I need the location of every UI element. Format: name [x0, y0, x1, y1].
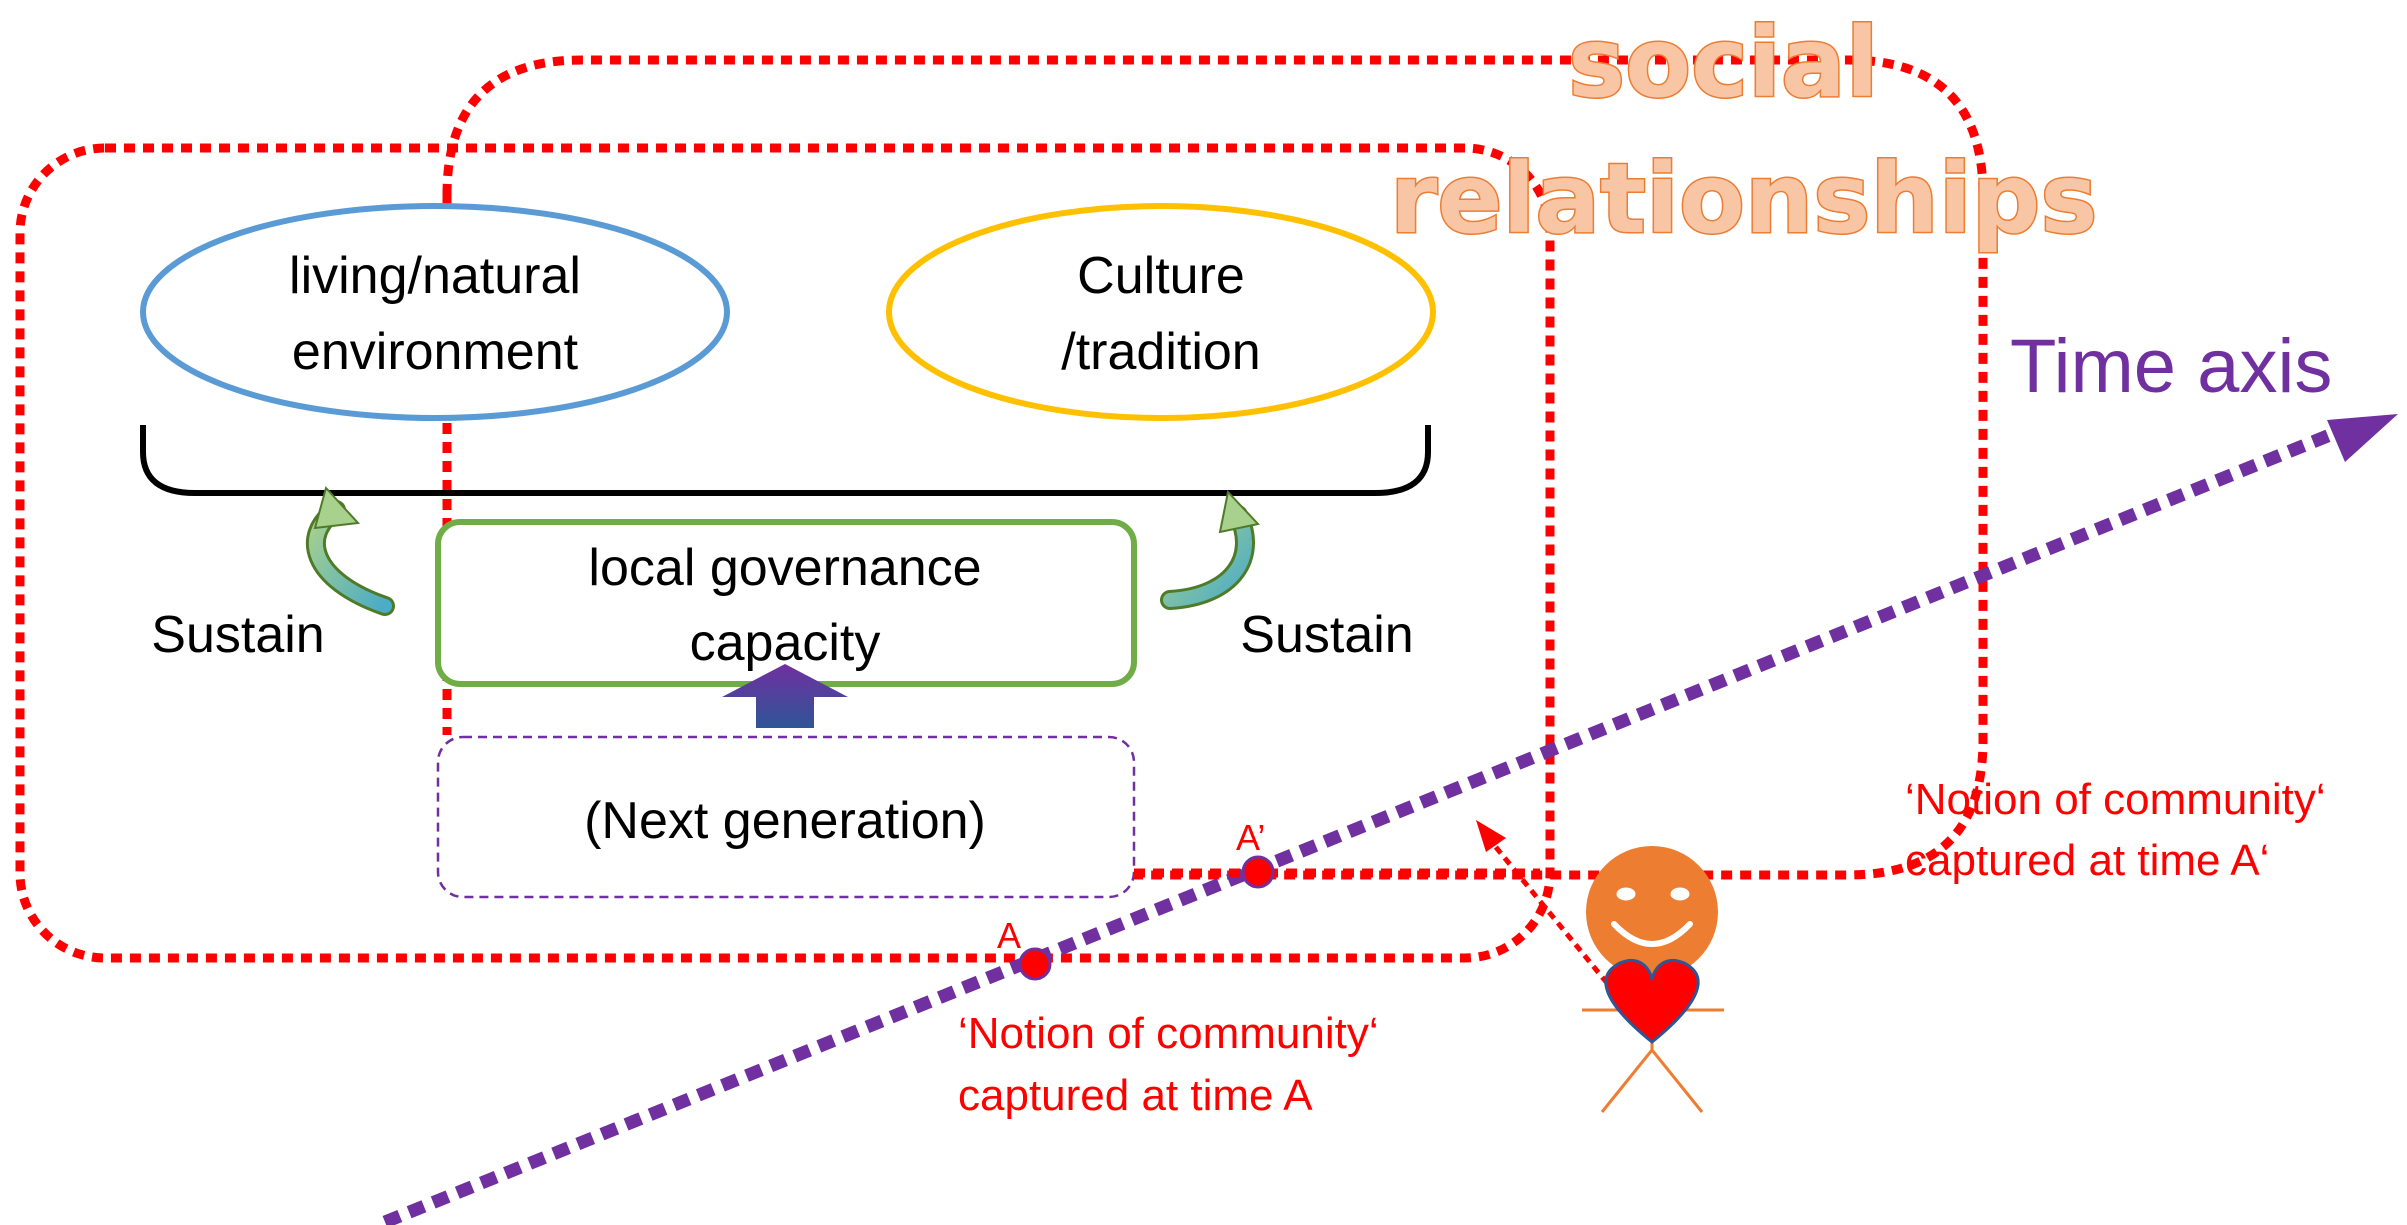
point-a [1018, 947, 1052, 981]
curved-arrow-icon-left [305, 485, 395, 616]
time-axis-arrowhead-icon [2327, 414, 2398, 462]
culture-node [886, 203, 1436, 421]
curved-arrow-icon-right [1160, 489, 1260, 610]
environment-node [140, 203, 730, 421]
next-generation-label: (Next generation) [584, 792, 986, 850]
point-a-label: A [997, 915, 1021, 956]
person-view-arrowhead-icon [1476, 820, 1506, 852]
time-axis-line [382, 428, 2333, 1225]
next-generation-node [436, 735, 1136, 899]
grouping-brace [140, 425, 1431, 496]
sustain-right-label: Sustain [1240, 606, 1413, 664]
community-boundary-a [15, 143, 1555, 963]
notion-a-line-1: ‘Notion of community‘ [958, 1009, 1379, 1058]
governance-label-line-2: capacity [690, 614, 881, 672]
community-boundary-a-prime [442, 55, 1988, 880]
person-icon [1582, 846, 1724, 1113]
heart-icon [1604, 958, 1700, 1044]
environment-label-line-2: environment [292, 323, 579, 381]
up-arrow-icon [722, 664, 848, 728]
governance-label-line-1: local governance [588, 539, 981, 597]
notion-a-prime-line-1: ‘Notion of community‘ [1905, 775, 2326, 824]
point-a-prime [1241, 855, 1275, 889]
point-a-prime-label: A’ [1236, 817, 1265, 858]
social-relationships-line-2: relationships [1390, 143, 2097, 255]
environment-label-line-1: living/natural [289, 247, 581, 305]
time-axis-label: Time axis [2010, 324, 2332, 409]
social-relationships-line-1: social [1568, 7, 1879, 119]
sustain-left-label: Sustain [151, 606, 324, 664]
notion-a-line-2: captured at time A [958, 1071, 1313, 1120]
culture-label-line-2: /tradition [1061, 323, 1260, 381]
culture-label-line-1: Culture [1077, 247, 1245, 305]
person-view-arrow [1488, 838, 1627, 1007]
notion-a-prime-line-2: captured at time A‘ [1905, 836, 2269, 885]
